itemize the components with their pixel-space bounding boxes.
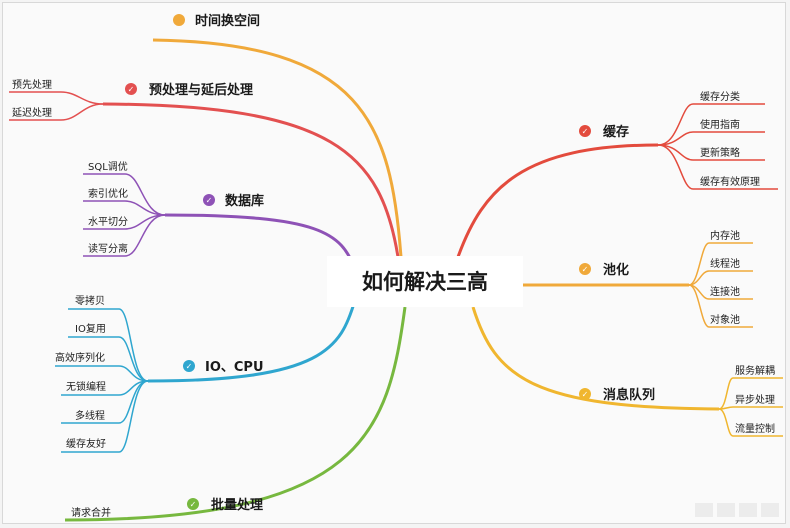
leaf-lines-pre	[9, 91, 104, 121]
flag-glyph: ✓	[582, 127, 589, 136]
branch-line-cache	[456, 143, 659, 258]
branch-label-pool: 池化	[603, 262, 629, 278]
flag-icon	[125, 83, 137, 95]
flag-icon	[183, 360, 195, 372]
branch-label-time: 时间换空间	[195, 13, 260, 29]
flag-glyph: ✓	[582, 265, 589, 274]
leaf-pre-0[interactable]: 预先处理	[12, 79, 52, 91]
leaf-mq-2[interactable]: 流量控制	[735, 422, 775, 435]
leaf-db-2[interactable]: 水平切分	[88, 216, 128, 228]
leaf-io-0[interactable]: 零拷贝	[75, 294, 105, 307]
leaf-cache-1[interactable]: 使用指南	[700, 118, 740, 131]
leaf-pool-3[interactable]: 对象池	[710, 313, 740, 326]
leaf-cache-2[interactable]: 更新策略	[700, 146, 740, 159]
branch-node-mq[interactable]: ✓ 消息队列	[579, 387, 655, 403]
flag-icon	[187, 498, 199, 510]
leaf-mq-1[interactable]: 异步处理	[735, 394, 775, 406]
mind-map: 如何解决三高 时间换空间 ✓ 预处理与延后处理 预先处理 延迟处理 ✓ 数据库 …	[9, 13, 783, 522]
flag-glyph: ✓	[186, 362, 193, 371]
leaf-io-3[interactable]: 无锁编程	[66, 380, 106, 393]
branch-node-batch[interactable]: ✓ 批量处理	[187, 497, 263, 513]
branch-label-io: IO、CPU	[205, 360, 264, 375]
leaf-lines-mq	[718, 377, 783, 437]
branch-node-db[interactable]: ✓ 数据库	[203, 193, 264, 209]
flag-icon	[203, 194, 215, 206]
leaf-db-0[interactable]: SQL调优	[88, 160, 128, 173]
leaf-io-1[interactable]: IO复用	[75, 322, 106, 335]
flag-glyph: ✓	[582, 390, 589, 399]
center-label: 如何解决三高	[362, 270, 488, 294]
leaf-pre-1[interactable]: 延迟处理	[12, 106, 52, 119]
branch-line-mq	[471, 306, 720, 411]
branch-label-cache: 缓存	[603, 124, 629, 140]
branch-label-mq: 消息队列	[603, 387, 655, 403]
branch-node-pre[interactable]: ✓ 预处理与延后处理	[125, 82, 253, 98]
dot-icon	[173, 14, 185, 26]
watermark	[695, 503, 779, 517]
leaf-lines-io	[55, 308, 149, 453]
branch-line-pre	[102, 102, 400, 258]
leaf-io-4[interactable]: 多线程	[75, 409, 105, 422]
branch-line-db	[164, 213, 357, 270]
branch-line-io	[147, 299, 357, 383]
branch-node-cache[interactable]: ✓ 缓存	[579, 124, 629, 140]
leaf-io-5[interactable]: 缓存友好	[66, 437, 106, 450]
leaf-io-2[interactable]: 高效序列化	[55, 351, 105, 364]
branch-node-pool[interactable]: ✓ 池化	[579, 262, 629, 278]
leaf-pool-0[interactable]: 内存池	[710, 229, 740, 242]
leaf-lines-db	[83, 173, 166, 257]
leaf-cache-0[interactable]: 缓存分类	[700, 90, 740, 103]
leaf-pool-1[interactable]: 线程池	[710, 257, 740, 270]
leaf-db-3[interactable]: 读写分离	[88, 242, 128, 255]
leaf-batch-0[interactable]: 请求合并	[71, 506, 111, 519]
center-node[interactable]	[327, 256, 523, 307]
branch-node-time[interactable]: 时间换空间	[173, 13, 260, 29]
leaf-db-1[interactable]: 索引优化	[88, 187, 128, 200]
branch-node-io[interactable]: ✓ IO、CPU	[183, 360, 264, 375]
flag-glyph: ✓	[206, 196, 213, 205]
leaf-cache-3[interactable]: 缓存有效原理	[700, 175, 760, 188]
branch-line-batch	[64, 306, 407, 522]
branch-label-db: 数据库	[225, 193, 264, 209]
leaf-mq-0[interactable]: 服务解耦	[735, 364, 775, 377]
flag-icon	[579, 263, 591, 275]
branch-label-batch: 批量处理	[211, 497, 263, 513]
flag-glyph: ✓	[128, 85, 135, 94]
branch-line-time	[152, 38, 403, 258]
flag-glyph: ✓	[190, 500, 197, 509]
leaf-lines-pool	[688, 242, 753, 328]
leaf-lines-cache	[657, 103, 778, 190]
branch-label-pre: 预处理与延后处理	[149, 82, 253, 98]
flag-icon	[579, 125, 591, 137]
flag-icon	[579, 388, 591, 400]
leaf-pool-2[interactable]: 连接池	[710, 285, 740, 298]
